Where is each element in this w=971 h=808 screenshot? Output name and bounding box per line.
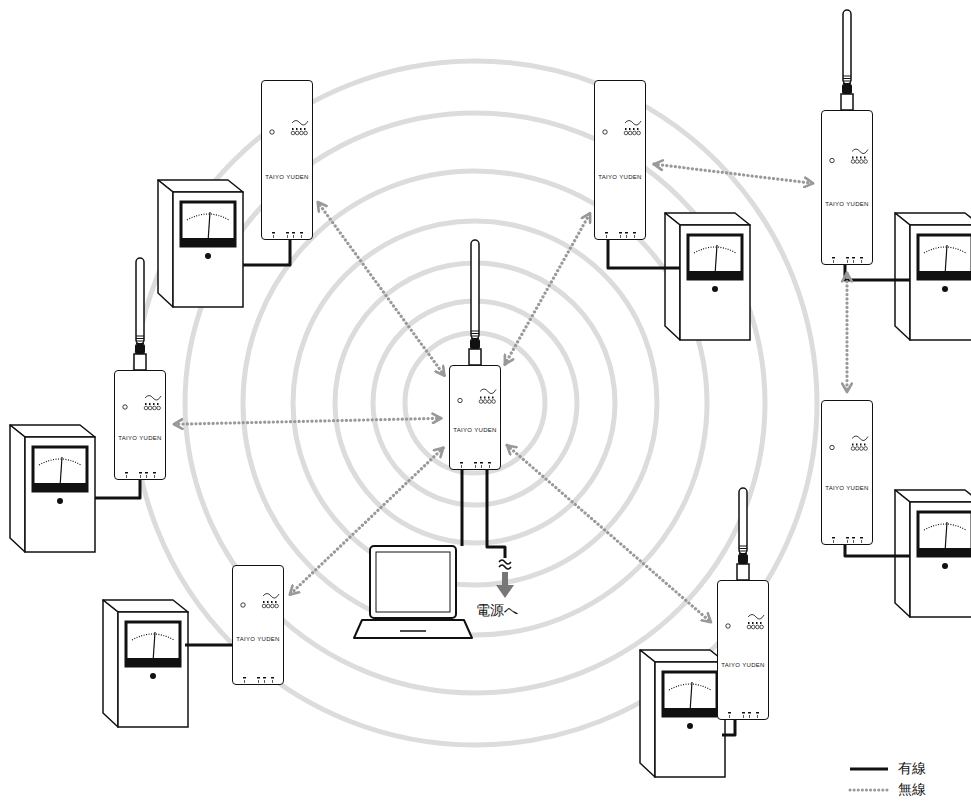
module-face: [450, 366, 500, 469]
module-face: [595, 81, 645, 239]
meter-box: [895, 490, 971, 617]
legend-text: 有線: [898, 760, 926, 778]
wireless-module: TAIYO YUDEN: [717, 580, 769, 720]
module-label: TAIYO YUDEN: [233, 636, 283, 643]
meter-box: [10, 425, 95, 552]
wireless-link: [290, 448, 443, 595]
module-label: TAIYO YUDEN: [450, 427, 500, 434]
module-label: TAIYO YUDEN: [718, 662, 768, 669]
legend: 有線無線: [848, 758, 926, 800]
antenna: [737, 488, 749, 580]
module-label: TAIYO YUDEN: [595, 174, 645, 181]
antenna: [469, 240, 481, 365]
laptop: [354, 546, 472, 638]
module-face: [718, 581, 768, 719]
wired-cables: [95, 240, 910, 735]
module-face: [233, 566, 283, 684]
wireless-sample: [848, 784, 890, 796]
meter-box: [103, 600, 188, 727]
module-label: TAIYO YUDEN: [262, 174, 312, 181]
wired-sample: [848, 763, 890, 775]
wireless-module: TAIYO YUDEN: [261, 80, 313, 240]
meter-box: [640, 650, 725, 777]
wireless-module: TAIYO YUDEN: [821, 400, 873, 545]
wireless-module: TAIYO YUDEN: [232, 565, 284, 685]
wireless-link: [174, 418, 441, 424]
wireless-module: TAIYO YUDEN: [114, 370, 166, 480]
legend-row: 無線: [848, 779, 926, 800]
wireless-link: [845, 273, 848, 392]
module-label: TAIYO YUDEN: [822, 485, 872, 492]
wireless-module: TAIYO YUDEN: [594, 80, 646, 240]
power-plug-arrow: [496, 560, 514, 598]
power-label: 電源へ: [476, 602, 518, 620]
wireless-module: TAIYO YUDEN: [449, 365, 501, 470]
wireless-link: [507, 445, 711, 622]
meter-box: [158, 180, 243, 307]
module-label: TAIYO YUDEN: [822, 201, 872, 208]
wireless-link: [654, 164, 813, 183]
meter-box: [895, 213, 971, 340]
legend-row: 有線: [848, 758, 926, 779]
antenna: [134, 258, 146, 370]
antenna: [841, 10, 853, 110]
radio-rings: [133, 61, 817, 745]
meter-box: [665, 213, 750, 340]
wireless-link: [318, 202, 445, 375]
wireless-module: TAIYO YUDEN: [821, 110, 873, 265]
module-label: TAIYO YUDEN: [115, 435, 165, 442]
module-face: [115, 371, 165, 479]
module-face: [822, 111, 872, 264]
module-face: [262, 81, 312, 239]
wireless-link: [505, 213, 590, 364]
module-face: [822, 401, 872, 544]
legend-text: 無線: [898, 781, 926, 799]
